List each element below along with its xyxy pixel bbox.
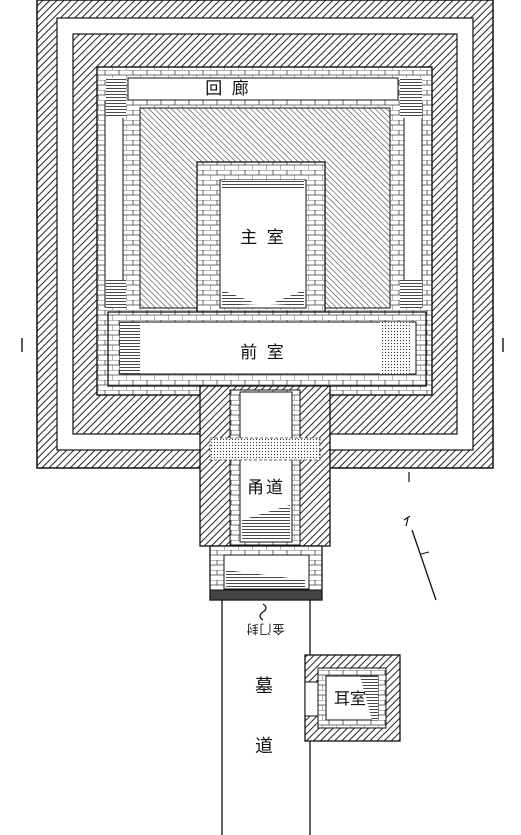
label-main-chamber: 主 室: [240, 228, 285, 248]
front-chamber: [107, 311, 427, 387]
label-passage: 甬道: [247, 478, 285, 498]
label-front-chamber: 前 室: [240, 343, 285, 363]
label-tomb-path-1: 墓: [255, 676, 273, 697]
passage: [199, 385, 331, 547]
side-chamber: [304, 654, 401, 742]
seal-area: [209, 545, 323, 601]
label-corridor: 回 廊: [205, 79, 250, 99]
label-tomb-path-2: 道: [255, 736, 273, 757]
label-side-chamber: 耳室: [334, 689, 366, 708]
section-markers: [21, 338, 504, 482]
main-chamber: [196, 161, 326, 313]
north-arrow-icon: [403, 515, 437, 601]
label-seal: 金门封: [245, 622, 284, 637]
